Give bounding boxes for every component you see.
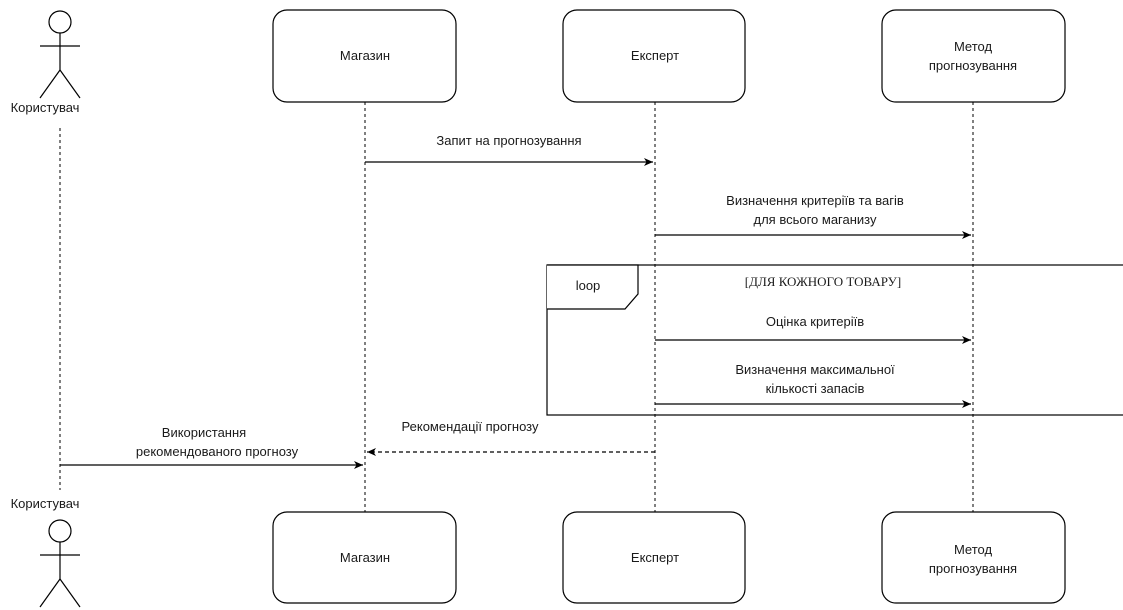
message-evaluate-label: Оцінка критеріїв <box>766 314 864 329</box>
participant-expert-top <box>562 9 746 103</box>
message-request-label: Запит на прогнозування <box>436 133 581 148</box>
actor-user-top-label: Користувач <box>11 100 80 115</box>
loop-label: loop <box>576 278 601 293</box>
actor-user-bottom <box>39 519 81 608</box>
message-maxstock-label-1: Визначення максимальної <box>735 362 895 377</box>
participant-method-bottom-label-2: прогнозування <box>929 561 1017 576</box>
loop-guard: [ДЛЯ КОЖНОГО ТОВАРУ] <box>745 274 901 289</box>
message-usage-label-1: Використання <box>162 425 246 440</box>
participant-method-top-label-1: Метод <box>954 39 993 54</box>
participant-expert-bottom <box>562 511 746 604</box>
participant-expert-top-label: Експерт <box>631 48 679 63</box>
participant-store-top-label: Магазин <box>340 48 390 63</box>
participant-store-bottom <box>272 511 457 604</box>
participant-expert-bottom-label: Експерт <box>631 550 679 565</box>
actor-user-bottom-label: Користувач <box>11 496 80 511</box>
message-criteria-label-2: для всього маганизу <box>754 212 877 227</box>
participant-store-bottom-label: Магазин <box>340 550 390 565</box>
loop-fragment <box>546 264 1123 416</box>
participant-method-bottom-label-1: Метод <box>954 542 993 557</box>
actor-user-top <box>39 10 81 99</box>
message-maxstock-label-2: кількості запасів <box>766 381 865 396</box>
participant-store-top <box>272 9 457 103</box>
message-usage-label-2: рекомендованого прогнозу <box>136 444 299 459</box>
message-recommendations-label: Рекомендації прогнозу <box>402 419 539 434</box>
message-criteria-label-1: Визначення критеріїв та вагів <box>726 193 904 208</box>
participant-method-top-label-2: прогнозування <box>929 58 1017 73</box>
participant-method-bottom <box>881 511 1066 604</box>
participant-method-top <box>881 9 1066 103</box>
